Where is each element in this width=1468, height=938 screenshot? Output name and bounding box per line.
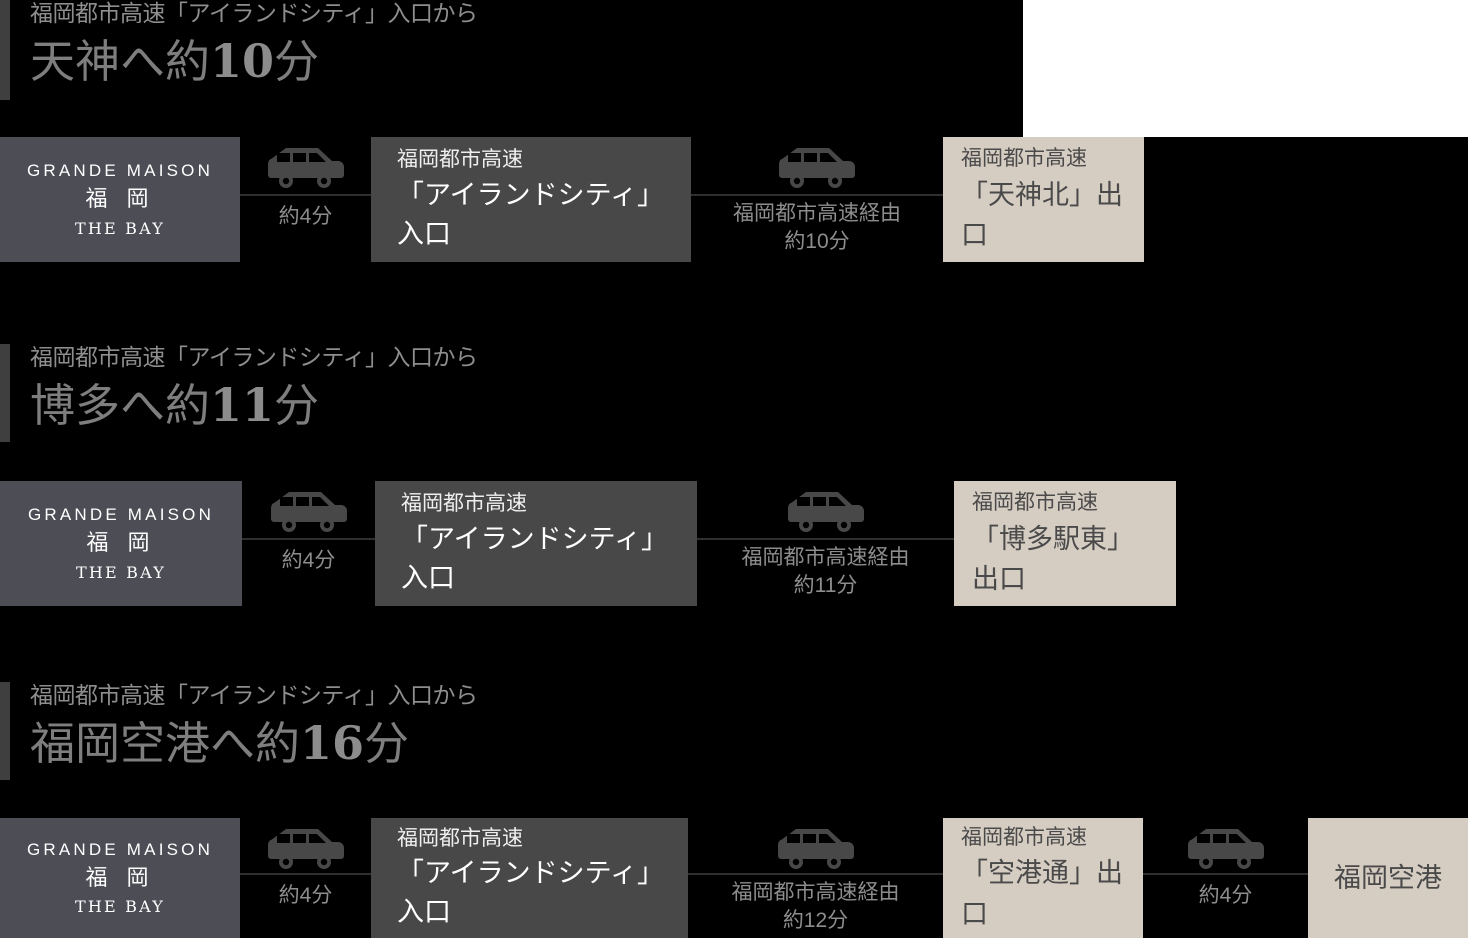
route-link-2: 福岡都市高速経由 約10分 <box>691 137 943 262</box>
node-line-2: 「博多駅東」出口 <box>972 523 1134 595</box>
heading-main: 天神へ約10分 <box>30 33 477 91</box>
brand-line-2: 福 岡 <box>85 187 155 213</box>
node-line-1: 福岡都市高速 <box>401 492 527 516</box>
heading-hakata: 福岡都市高速「アイランドシティ」入口から 博多へ約11分 <box>0 344 900 454</box>
heading-main-suffix: 分 <box>274 378 320 432</box>
node-line-1: 福岡都市高速 <box>961 825 1087 849</box>
route-link-1: 約4分 <box>240 137 371 262</box>
brand-line-1: GRANDE MAISON <box>27 505 215 525</box>
connector-rail <box>240 873 371 875</box>
white-panel <box>1023 0 1468 137</box>
heading-tenjin: 福岡都市高速「アイランドシティ」入口から 天神へ約10分 <box>0 0 900 110</box>
heading-main-prefix: 天神へ約 <box>30 34 211 88</box>
node-line-1: 福岡都市高速 <box>397 148 523 172</box>
car-icon <box>267 145 344 189</box>
route-node-1: 福岡都市高速 「アイランドシティ」入口 <box>371 137 691 262</box>
route-link-2: 福岡都市高速経由 約12分 <box>688 818 943 938</box>
node-line-1: 福岡都市高速 <box>972 491 1098 515</box>
car-icon <box>787 489 864 533</box>
brand-line-1: GRANDE MAISON <box>26 161 214 181</box>
heading-main: 博多へ約11分 <box>30 377 477 435</box>
connector-rail <box>691 194 943 196</box>
accent-bar <box>0 682 10 780</box>
route-node-1: 福岡都市高速 「アイランドシティ」入口 <box>375 481 697 606</box>
heading-sub: 福岡都市高速「アイランドシティ」入口から <box>30 345 478 371</box>
heading-main-number: 10 <box>210 33 275 88</box>
brand-line-3: THE BAY <box>74 897 166 917</box>
route-link-1: 約4分 <box>242 481 375 606</box>
connector-rail <box>1143 873 1308 875</box>
accent-bar <box>0 0 10 100</box>
heading-sub: 福岡都市高速「アイランドシティ」入口から <box>30 1 478 27</box>
node-line-1: 福岡都市高速 <box>961 147 1087 171</box>
route-tenjin: GRANDE MAISON 福 岡 THE BAY 約4分 福岡都市高速 「アイ… <box>0 137 1144 262</box>
car-icon <box>267 826 344 870</box>
heading-airport: 福岡都市高速「アイランドシティ」入口から 福岡空港へ約16分 <box>0 682 900 792</box>
car-icon <box>777 826 854 870</box>
route-hakata: GRANDE MAISON 福 岡 THE BAY 約4分 福岡都市高速 「アイ… <box>0 481 1176 606</box>
node-line-2: 「天神北」出口 <box>961 179 1123 251</box>
heading-sub: 福岡都市高速「アイランドシティ」入口から <box>30 683 478 709</box>
brand-line-1: GRANDE MAISON <box>26 839 214 859</box>
route-link-1-time: 約4分 <box>281 549 336 572</box>
node-line-2: 「アイランドシティ」入口 <box>397 858 651 928</box>
connector-rail <box>240 194 371 196</box>
route-link-1-time: 約4分 <box>278 205 333 228</box>
route-airport: GRANDE MAISON 福 岡 THE BAY 約4分 福岡都市高速 「アイ… <box>0 818 1468 938</box>
node-line-2: 「空港通」出口 <box>961 858 1123 929</box>
heading-main-suffix: 分 <box>364 716 410 770</box>
route-node-2: 福岡都市高速 「天神北」出口 <box>943 137 1144 262</box>
route-link-2: 福岡都市高速経由 約11分 <box>697 481 954 606</box>
route-node-3: 福岡空港 <box>1308 818 1468 938</box>
route-link-3: 約4分 <box>1143 818 1308 938</box>
heading-main-number: 16 <box>300 715 365 770</box>
route-node-2: 福岡都市高速 「空港通」出口 <box>943 818 1143 938</box>
connector-rail <box>697 538 954 540</box>
route-link-2-time: 福岡都市高速経由 約11分 <box>741 546 910 598</box>
route-link-2-time: 福岡都市高速経由 約12分 <box>731 881 900 933</box>
route-origin: GRANDE MAISON 福 岡 THE BAY <box>0 481 242 606</box>
car-icon <box>1187 826 1264 870</box>
node-line-2: 福岡空港 <box>1334 862 1442 893</box>
heading-main-prefix: 博多へ約 <box>30 378 211 432</box>
heading-main-prefix: 福岡空港へ約 <box>30 716 301 770</box>
brand-line-3: THE BAY <box>75 562 167 582</box>
node-line-2: 「アイランドシティ」入口 <box>401 523 669 593</box>
route-origin: GRANDE MAISON 福 岡 THE BAY <box>0 818 240 938</box>
brand-line-2: 福 岡 <box>86 531 156 557</box>
connector-rail <box>688 873 943 875</box>
heading-main-suffix: 分 <box>274 34 320 88</box>
brand-line-2: 福 岡 <box>85 865 155 891</box>
route-link-1: 約4分 <box>240 818 371 938</box>
route-link-1-time: 約4分 <box>278 884 333 907</box>
node-line-2: 「アイランドシティ」入口 <box>397 179 665 249</box>
brand-line-3: THE BAY <box>74 218 166 238</box>
heading-main-number: 11 <box>210 377 275 432</box>
route-node-1: 福岡都市高速 「アイランドシティ」入口 <box>371 818 688 938</box>
car-icon <box>270 489 347 533</box>
accent-bar <box>0 344 10 442</box>
connector-rail <box>242 538 375 540</box>
car-icon <box>779 145 855 189</box>
route-link-3-time: 約4分 <box>1198 884 1253 907</box>
route-node-2: 福岡都市高速 「博多駅東」出口 <box>954 481 1176 606</box>
heading-main: 福岡空港へ約16分 <box>30 715 477 773</box>
node-line-1: 福岡都市高速 <box>397 826 523 850</box>
route-link-2-time: 福岡都市高速経由 約10分 <box>733 202 901 254</box>
route-origin: GRANDE MAISON 福 岡 THE BAY <box>0 137 240 262</box>
